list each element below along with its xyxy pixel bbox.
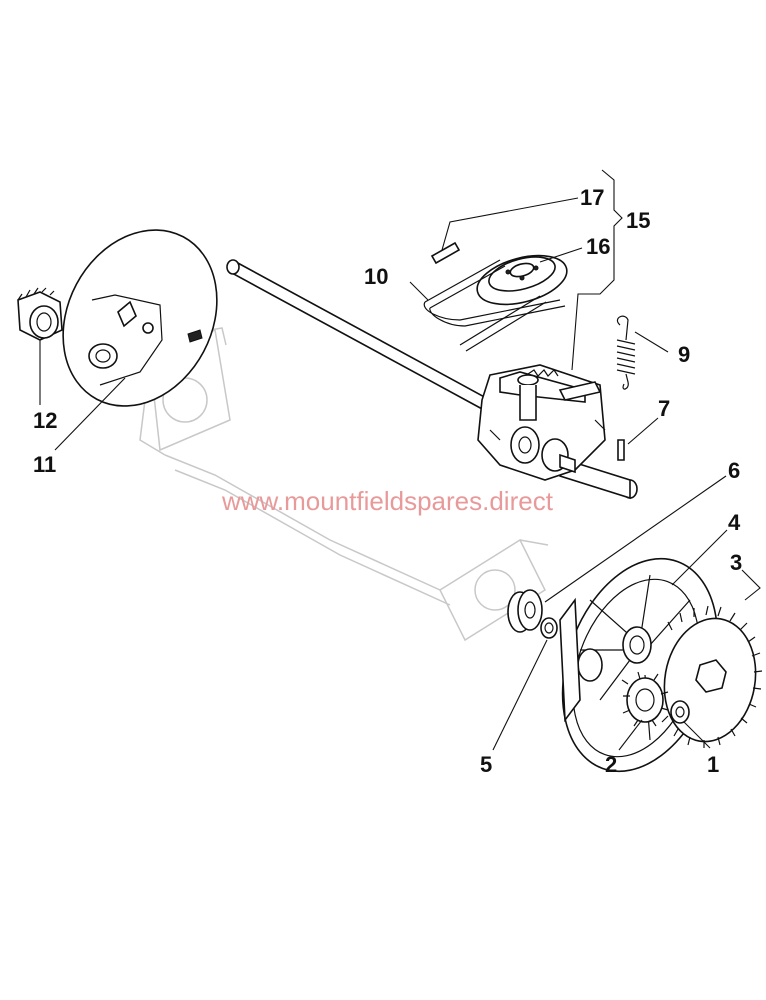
gearbox-housing <box>477 364 606 481</box>
callout-10: 10 <box>364 264 388 289</box>
leader-5 <box>492 639 548 751</box>
callout-6: 6 <box>728 458 740 483</box>
part-6-bearing <box>507 589 543 633</box>
part-12-pinion-gear <box>17 287 63 341</box>
callout-15: 15 <box>626 208 650 233</box>
part-16-pulley <box>476 254 568 306</box>
part-1-washer <box>670 700 690 724</box>
leader-2 <box>618 719 643 751</box>
watermark-text: www.mountfieldspares.direct <box>221 486 554 516</box>
leader-9 <box>634 331 669 353</box>
leader-10 <box>409 281 429 301</box>
part-17-pin <box>430 241 461 265</box>
leader-6 <box>544 475 727 603</box>
callout-7: 7 <box>658 396 670 421</box>
leader-7 <box>627 417 659 445</box>
leader-17 <box>441 197 579 251</box>
callout-9: 9 <box>678 342 690 367</box>
leader-16 <box>539 247 583 263</box>
callout-2: 2 <box>605 752 617 777</box>
callout-5: 5 <box>480 752 492 777</box>
leader-lines <box>39 169 761 751</box>
callout-16: 16 <box>586 234 610 259</box>
callout-17: 17 <box>580 185 604 210</box>
part-11-wheel-disc <box>62 229 218 407</box>
leader-11 <box>54 377 126 451</box>
part-9-spring <box>616 315 636 390</box>
part-2-drive-gear <box>621 671 669 727</box>
callout-12: 12 <box>33 408 57 433</box>
callout-3: 3 <box>730 550 742 575</box>
leader-1 <box>683 721 711 749</box>
part-10-belt <box>423 259 566 352</box>
leader-3 <box>741 569 761 601</box>
chassis-frame-ghost <box>139 327 549 642</box>
part-7-pin <box>617 439 625 461</box>
callout-11: 11 <box>33 452 56 477</box>
leader-4 <box>671 529 728 586</box>
callout-1: 1 <box>707 752 719 777</box>
bracket-15 <box>571 169 623 371</box>
callout-4: 4 <box>728 510 741 535</box>
part-5-washer <box>540 617 558 639</box>
